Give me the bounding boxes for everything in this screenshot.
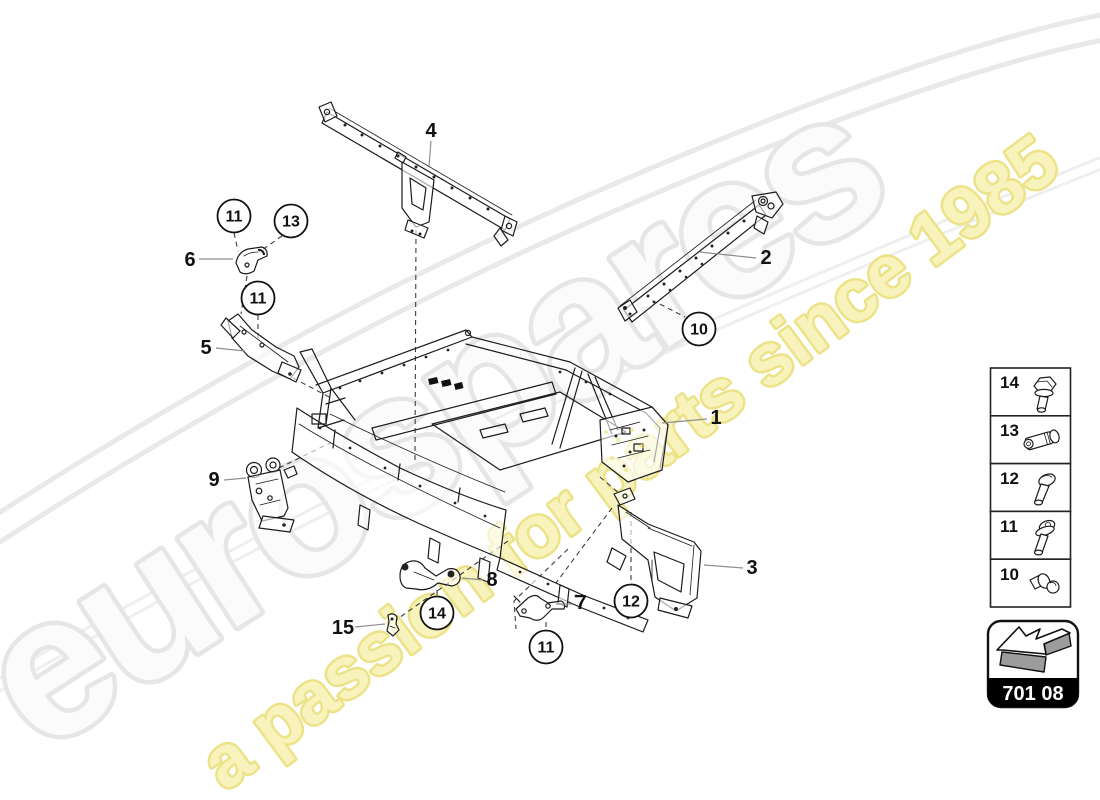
- callout-3[interactable]: 3: [746, 557, 757, 579]
- callout-8[interactable]: 8: [486, 569, 497, 591]
- part-2-side-bar: [617, 191, 784, 323]
- callout-7[interactable]: 7: [575, 592, 586, 614]
- callout-circled-13[interactable]: 13: [273, 203, 309, 239]
- callout-circled-11[interactable]: 11: [240, 280, 276, 316]
- fastener-legend: 14 13 12: [989, 367, 1072, 608]
- flange-screw-icon: [1033, 519, 1056, 556]
- legend-row-10[interactable]: 10: [989, 558, 1072, 608]
- callout-circled-11[interactable]: 11: [216, 198, 252, 234]
- legend-label-14: 14: [1000, 373, 1019, 392]
- part-9-mount-bracket: [245, 457, 298, 533]
- legend-label-11: 11: [1000, 517, 1018, 536]
- legend-row-13[interactable]: 13: [989, 414, 1072, 465]
- legend-row-14[interactable]: 14: [989, 367, 1072, 417]
- hex-flange-bolt-icon: [1033, 376, 1057, 413]
- svg-text:11: 11: [226, 209, 243, 226]
- callout-circled-14[interactable]: 14: [419, 595, 455, 631]
- part-7-bracket: [513, 594, 566, 621]
- watermark-brand: eurospares: [0, 49, 917, 791]
- legend-label-10: 10: [1000, 565, 1019, 584]
- callout-5[interactable]: 5: [200, 337, 211, 359]
- callout-circled-10[interactable]: 10: [681, 311, 717, 347]
- callout-6[interactable]: 6: [184, 249, 195, 271]
- part-4-cross-bar: [318, 101, 518, 247]
- ball-stud-icon: [1029, 573, 1060, 594]
- callout-9[interactable]: 9: [208, 469, 219, 491]
- part-4-rivets: [343, 123, 490, 211]
- legend-label-13: 13: [1000, 421, 1019, 440]
- watermark-swoosh: [0, 12, 1100, 693]
- svg-text:14: 14: [428, 606, 446, 623]
- svg-text:13: 13: [282, 214, 300, 231]
- part-6-clip: [235, 246, 268, 275]
- callout-4[interactable]: 4: [425, 120, 437, 142]
- category-code-label: 701 08: [1002, 683, 1063, 705]
- svg-text:10: 10: [690, 322, 708, 339]
- part-3-side-member: [606, 487, 702, 619]
- category-code-box[interactable]: 701 08: [986, 619, 1080, 709]
- legend-label-12: 12: [1000, 469, 1019, 488]
- pan-head-screw-icon: [1033, 473, 1056, 506]
- callout-2[interactable]: 2: [760, 247, 771, 269]
- callout-circled-11[interactable]: 11: [528, 629, 564, 665]
- legend-row-12[interactable]: 12: [989, 462, 1072, 513]
- part-15-clip: [386, 613, 400, 637]
- callout-circled-12[interactable]: 12: [613, 583, 649, 619]
- svg-text:11: 11: [538, 640, 555, 657]
- part-2-rivets: [646, 219, 746, 304]
- category-direction-arrow-icon: [996, 626, 1072, 673]
- svg-text:11: 11: [250, 291, 267, 308]
- callout-15[interactable]: 15: [332, 617, 354, 639]
- rivet-dots: [318, 348, 630, 620]
- main-frame-drawing: [233, 229, 686, 633]
- shoulder-bolt-icon: [1023, 429, 1060, 451]
- leader-lines: [199, 140, 757, 628]
- part-5-bracket: [220, 313, 302, 383]
- legend-row-11[interactable]: 11: [989, 510, 1072, 560]
- callout-1[interactable]: 1: [710, 407, 721, 429]
- svg-text:12: 12: [622, 594, 640, 611]
- part-8-clamp: [399, 560, 461, 591]
